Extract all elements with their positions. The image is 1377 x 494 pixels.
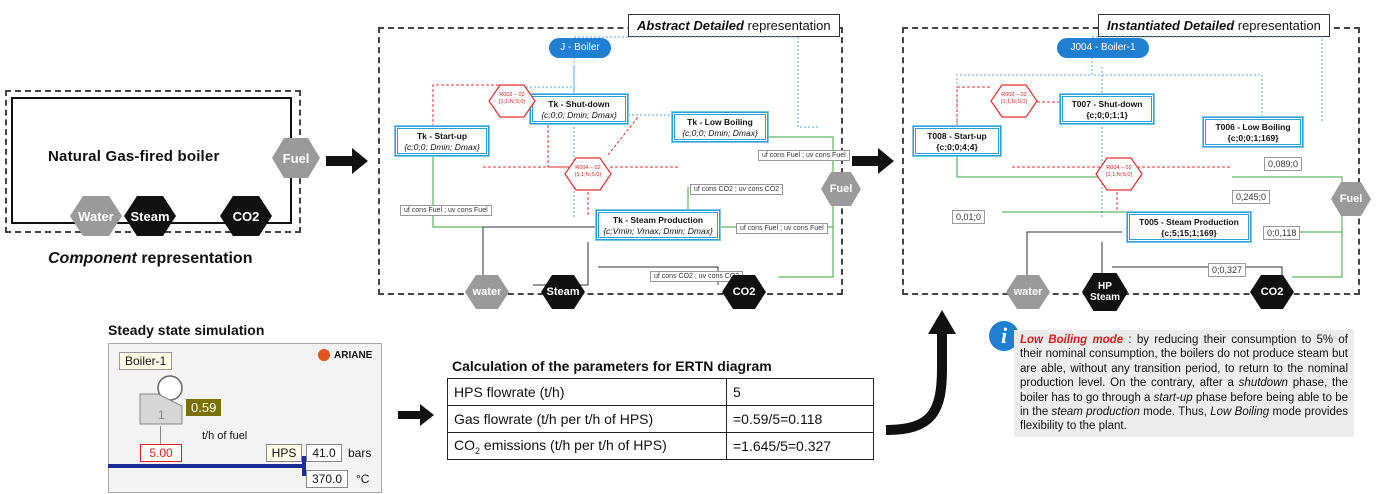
- fuel-unit: t/h of fuel: [202, 430, 248, 442]
- calc-title: Calculation of the parameters for ERTN d…: [452, 358, 772, 374]
- simulation-unit-name: Boiler-1: [119, 352, 173, 370]
- stream-line-end: [302, 456, 306, 476]
- instantiated-job-pill: J004 - Boiler-1: [1057, 38, 1149, 58]
- simulation-title: Steady state simulation: [108, 322, 265, 338]
- instantiated-resource-2: [1095, 157, 1143, 191]
- instantiated-resource-1: [990, 84, 1038, 118]
- abstract-task-steamprod[interactable]: Tk - Steam Production{c;Vmin; Vmax; Dmin…: [596, 210, 720, 240]
- calc-value: =0.59/5=0.118: [726, 405, 874, 433]
- pressure-value: 41.0: [306, 444, 342, 462]
- boiler-number: 1: [158, 408, 165, 422]
- abstract-task-shutdown[interactable]: Tk - Shut-down{c;0;0; Dmin; Dmax}: [530, 94, 628, 124]
- abstract-job-pill: J - Boiler: [549, 38, 611, 58]
- abstract-co2-port: CO2: [722, 275, 766, 309]
- instantiated-label-4: 0;0,118: [1263, 226, 1301, 240]
- stream-name: HPS: [266, 444, 302, 462]
- component-caption: Component representation: [48, 250, 253, 267]
- steam-port: Steam: [124, 196, 176, 236]
- co2-port: CO2: [220, 196, 272, 236]
- arrow-right-2: [852, 148, 894, 174]
- instantiated-water-port: water: [1006, 275, 1050, 309]
- calc-label: HPS flowrate (t/h): [447, 378, 727, 406]
- instantiated-resource-2-label: R004 – 02 {1;1;N;S;0}: [1105, 165, 1133, 178]
- temperature-unit: °C: [356, 472, 370, 486]
- instantiated-fuel-port: Fuel: [1331, 182, 1371, 216]
- abstract-task-startup[interactable]: Tk - Start-up{c;0;0; Dmin; Dmax}: [395, 126, 489, 156]
- abstract-label-4: uf cons Fuel ; uv cons Fuel: [736, 223, 828, 234]
- instantiated-co2-port: CO2: [1250, 275, 1294, 309]
- abstract-fuel-port: Fuel: [821, 172, 861, 206]
- boiler-icon: [139, 375, 183, 425]
- table-row: HPS flowrate (t/h)5: [447, 378, 874, 406]
- instantiated-task-lowboiling[interactable]: T006 - Low Boiling{c;0;0;1;169}: [1203, 117, 1303, 147]
- temperature-value: 370.0: [306, 470, 348, 488]
- instantiated-task-steamprod[interactable]: T005 - Steam Production{c;5;15;1;169}: [1127, 212, 1251, 242]
- water-port: Water: [70, 196, 122, 236]
- component-title: Natural Gas-fired boiler: [48, 148, 220, 165]
- calc-value: 5: [726, 378, 874, 406]
- arrow-right-3: [398, 404, 434, 426]
- calc-value: =1.645/5=0.327: [726, 432, 874, 460]
- calc-table: HPS flowrate (t/h)5 Gas flowrate (t/h pe…: [447, 378, 874, 460]
- abstract-resource-2-label: R004 – 02 {1;1;N;S;0}: [574, 165, 602, 178]
- instantiated-title: Instantiated Detailed representation: [1098, 14, 1330, 37]
- fuel-port: Fuel: [272, 138, 320, 178]
- instantiated-label-5: 0;0,327: [1208, 263, 1247, 277]
- ariane-logo: ARIANE: [318, 349, 372, 361]
- instantiated-task-startup[interactable]: T008 - Start-up{c;0;0;4;4}: [913, 126, 1001, 156]
- info-heading: Low Boiling mode: [1020, 334, 1124, 346]
- arrow-up-curved: [885, 310, 956, 435]
- instantiated-resource-1-label: R002 – 02 {1;1;N;S;0}: [1000, 92, 1028, 105]
- instantiated-label-2: 0,245;0: [1232, 190, 1271, 204]
- table-row: CO2 emissions (t/h per t/h of HPS)=1.645…: [447, 432, 874, 460]
- abstract-label-1: uf cons Fuel ; uv cons Fuel: [400, 205, 492, 216]
- abstract-task-lowboiling[interactable]: Tk - Low Boiling{c;0;0; Dmin; Dmax}: [672, 112, 768, 142]
- stream-line: [108, 464, 304, 468]
- calc-label: CO2 emissions (t/h per t/h of HPS): [447, 432, 727, 460]
- info-text: Low Boiling mode : by reducing their con…: [1014, 330, 1354, 437]
- flow-value: 5.00: [140, 444, 182, 462]
- arrow-right-1: [326, 148, 368, 174]
- abstract-steam-port: Steam: [541, 275, 585, 309]
- fuel-value: 0.59: [186, 399, 222, 416]
- calc-label: Gas flowrate (t/h per t/h of HPS): [447, 405, 727, 433]
- abstract-resource-1: [488, 84, 536, 118]
- abstract-label-3: uf cons Fuel ; uv cons Fuel: [758, 150, 850, 161]
- abstract-title: Abstract Detailed representation: [628, 14, 840, 37]
- instantiated-label-3: 0,01;0: [952, 210, 986, 224]
- table-row: Gas flowrate (t/h per t/h of HPS)=0.59/5…: [447, 405, 874, 433]
- ariane-logo-icon: [318, 349, 330, 361]
- instantiated-task-shutdown[interactable]: T007 - Shut-down{c;0;0;1;1}: [1060, 94, 1154, 124]
- abstract-frame: [378, 27, 843, 295]
- instantiated-label-1: 0,089;0: [1264, 157, 1303, 171]
- abstract-resource-1-label: R002 – 02 {1;1;N;S;0}: [498, 92, 526, 105]
- abstract-resource-2: [564, 157, 612, 191]
- pressure-unit: bars: [348, 446, 372, 460]
- abstract-label-2: uf cons CO2 ; uv cons CO2: [690, 184, 784, 195]
- boiler-stem: [160, 426, 161, 444]
- abstract-water-port: water: [465, 275, 509, 309]
